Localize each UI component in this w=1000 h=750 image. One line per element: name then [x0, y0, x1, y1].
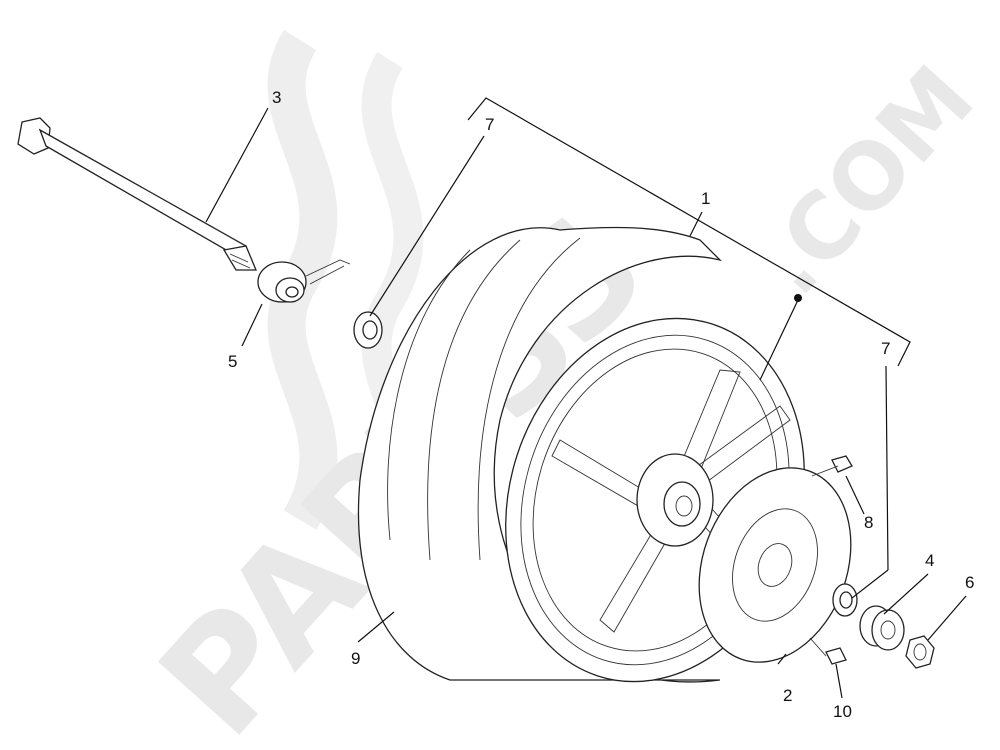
callout-3: 3 — [272, 88, 281, 107]
disc-screw-10 — [809, 637, 847, 665]
right-bearing — [832, 583, 858, 617]
disc-screw-8 — [811, 455, 853, 477]
spacer — [859, 605, 905, 651]
callout-9: 9 — [351, 649, 360, 668]
callout-8: 8 — [864, 513, 873, 532]
brake-disc — [698, 467, 852, 663]
left-bearing — [353, 311, 383, 349]
leader-lines — [205, 107, 967, 699]
callout-10: 10 — [833, 702, 852, 721]
callouts: 1 2 3 4 5 6 7 7 8 9 10 — [228, 88, 974, 721]
callout-5: 5 — [228, 352, 237, 371]
callout-1: 1 — [701, 189, 710, 208]
callout-2: 2 — [783, 686, 792, 705]
speedometer-drive — [257, 259, 351, 303]
axle — [17, 117, 257, 271]
axle-nut — [905, 635, 935, 669]
callout-6: 6 — [965, 573, 974, 592]
watermark-suffix: .COM — [738, 47, 994, 315]
callout-7-left: 7 — [485, 115, 494, 134]
callout-7-right: 7 — [881, 339, 890, 358]
callout-4: 4 — [925, 551, 934, 570]
